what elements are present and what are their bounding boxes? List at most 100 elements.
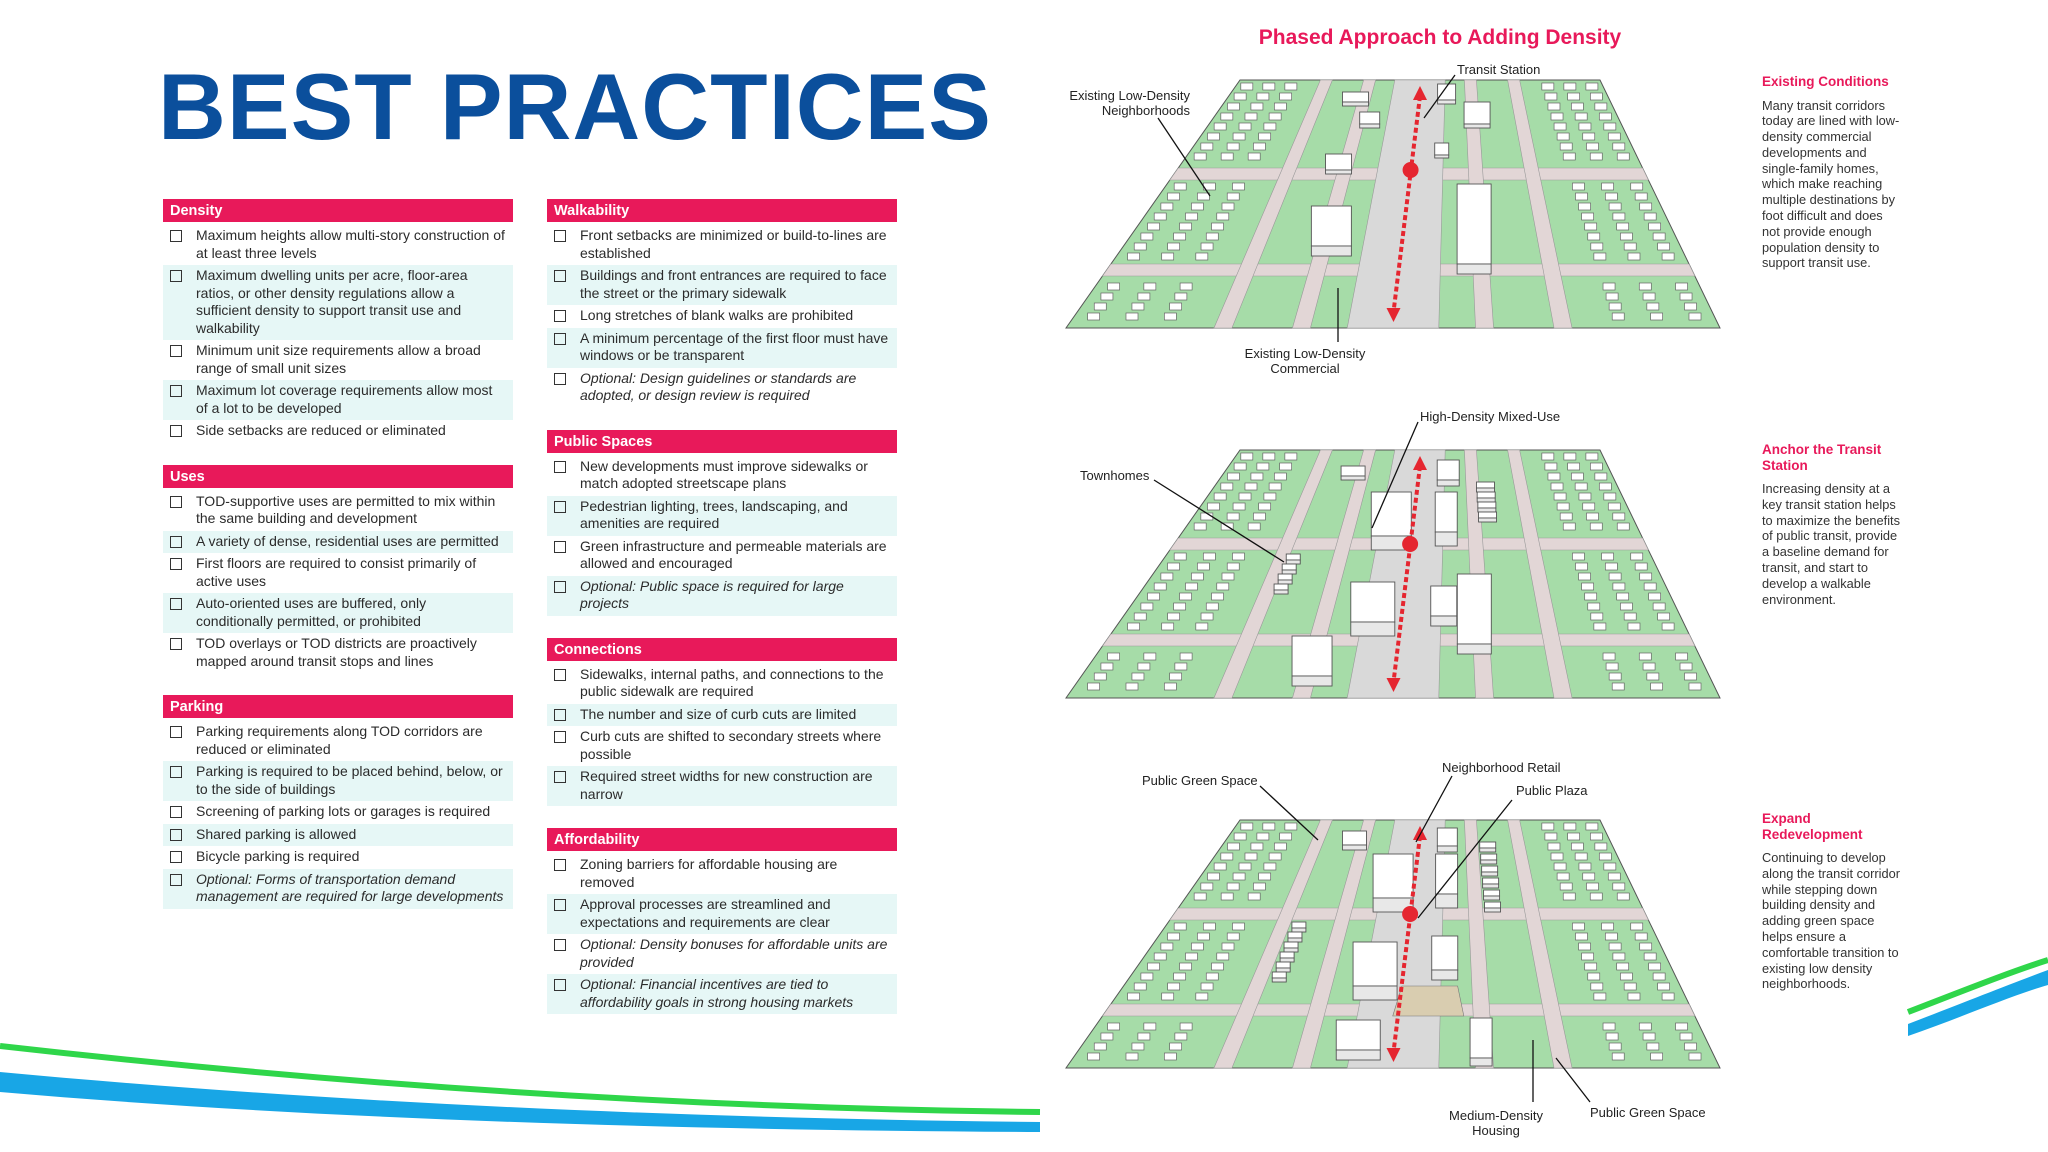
- checklist-item: Bicycle parking is required: [163, 846, 513, 869]
- checklist-item: Auto-oriented uses are buffered, only co…: [163, 593, 513, 633]
- checkbox[interactable]: [554, 859, 566, 871]
- checklist-item-text: Side setbacks are reduced or eliminated: [196, 422, 446, 438]
- checklist-item-text: Parking requirements along TOD corridors…: [196, 723, 483, 757]
- checklist-item-text: Optional: Financial incentives are tied …: [580, 976, 854, 1010]
- checklist-item: Front setbacks are minimized or build-to…: [547, 225, 897, 265]
- phase-3-illustration: [1065, 819, 1721, 1069]
- checkbox[interactable]: [170, 766, 182, 778]
- checklist-item-text: Zoning barriers for affordable housing a…: [580, 856, 838, 890]
- checkbox[interactable]: [170, 495, 182, 508]
- checklist-item: Green infrastructure and permeable mater…: [547, 536, 897, 576]
- checkbox[interactable]: [170, 345, 182, 357]
- checkbox[interactable]: [170, 558, 182, 570]
- phase-3-heading: Expand Redevelopment: [1762, 811, 1863, 842]
- checkbox[interactable]: [170, 270, 182, 282]
- checkbox[interactable]: [554, 731, 566, 743]
- checklist-item: TOD-supportive uses are permitted to mix…: [163, 491, 513, 531]
- checkbox[interactable]: [170, 873, 182, 886]
- checklist-item: First floors are required to consist pri…: [163, 553, 513, 593]
- label-medium-density-housing: Medium-Density Housing: [1449, 1108, 1543, 1138]
- section-heading: Public Spaces: [547, 429, 897, 453]
- checkbox[interactable]: [170, 425, 182, 437]
- page-title: BEST PRACTICES: [158, 54, 992, 159]
- checklist-item: Side setbacks are reduced or eliminated: [163, 420, 513, 443]
- label-transit-station: Transit Station: [1457, 62, 1541, 77]
- checklist-item: Screening of parking lots or garages is …: [163, 801, 513, 824]
- section-heading: Connections: [547, 637, 897, 661]
- checklist-item-text: The number and size of curb cuts are lim…: [580, 705, 857, 722]
- checkbox[interactable]: [170, 726, 182, 738]
- checkbox[interactable]: [554, 708, 566, 721]
- checklist-item-text: Maximum heights allow multi-story constr…: [196, 227, 505, 261]
- checkbox[interactable]: [170, 851, 182, 863]
- checklist-item: Optional: Density bonuses for affordable…: [547, 934, 897, 974]
- checklist-item-text: A variety of dense, residential uses are…: [196, 532, 499, 549]
- checklist-item-text: Auto-oriented uses are buffered, only co…: [196, 595, 427, 629]
- checklist-item: Buildings and front entrances are requir…: [547, 265, 897, 305]
- checklist-item: Curb cuts are shifted to secondary stree…: [547, 726, 897, 766]
- diagram-title: Phased Approach to Adding Density: [1258, 26, 1622, 49]
- checkbox[interactable]: [554, 540, 566, 553]
- checklist-item: TOD overlays or TOD districts are proact…: [163, 633, 513, 673]
- checkbox[interactable]: [554, 310, 566, 322]
- checklist-item: Optional: Forms of transportation demand…: [163, 868, 513, 909]
- section-heading: Walkability: [547, 199, 897, 222]
- checkbox[interactable]: [170, 828, 182, 841]
- phase-3-description: Expand Redevelopment Continuing to devel…: [1762, 811, 1902, 992]
- phase-2-illustration: [1065, 449, 1721, 699]
- checklist-item: Parking is required to be placed behind,…: [163, 761, 513, 801]
- label-existing-low-density-neighborhoods: Existing Low-Density Neighborhoods: [1069, 88, 1190, 118]
- checklist-item: Optional: Public space is required for l…: [547, 575, 897, 616]
- checkbox[interactable]: [170, 535, 182, 548]
- checkbox[interactable]: [554, 500, 566, 513]
- checkbox[interactable]: [170, 230, 182, 242]
- checklist-item: Parking requirements along TOD corridors…: [163, 721, 513, 761]
- checklist-item: A variety of dense, residential uses are…: [163, 530, 513, 553]
- checkbox[interactable]: [554, 939, 566, 951]
- checkbox[interactable]: [554, 979, 566, 991]
- checkbox[interactable]: [554, 230, 566, 242]
- checklist-item: Optional: Design guidelines or standards…: [547, 368, 897, 408]
- checkbox[interactable]: [554, 580, 566, 593]
- label-public-green-space: Public Green Space: [1142, 773, 1258, 788]
- checkbox[interactable]: [554, 668, 566, 681]
- checkbox[interactable]: [170, 385, 182, 397]
- checkbox[interactable]: [554, 332, 566, 345]
- checklist-item: Approval processes are streamlined and e…: [547, 894, 897, 934]
- checkbox[interactable]: [554, 771, 566, 783]
- checklist-item: New developments must improve sidewalks …: [547, 456, 897, 496]
- checklist-item-text: Long stretches of blank walks are prohib…: [580, 307, 854, 323]
- checklist-item-text: Pedestrian lighting, trees, landscaping,…: [580, 497, 848, 532]
- checklist-item: Shared parking is allowed: [163, 823, 513, 846]
- checklist-item-text: Shared parking is allowed: [196, 825, 357, 842]
- checkbox[interactable]: [170, 806, 182, 818]
- checklist-item-text: Required street widths for new construct…: [580, 768, 873, 802]
- section-heading: Uses: [163, 464, 513, 488]
- checkbox[interactable]: [554, 270, 566, 282]
- checklist-item-text: TOD overlays or TOD districts are proact…: [196, 635, 477, 669]
- checklist-item-text: A minimum percentage of the first floor …: [580, 329, 889, 364]
- label-neighborhood-retail: Neighborhood Retail: [1442, 760, 1561, 775]
- checklist-item-text: Screening of parking lots or garages is …: [196, 803, 491, 819]
- checklist-item-text: New developments must improve sidewalks …: [580, 457, 868, 492]
- checkbox[interactable]: [170, 638, 182, 650]
- checklist-item-text: Approval processes are streamlined and e…: [580, 896, 831, 930]
- checklist-item-text: Maximum dwelling units per acre, floor-a…: [196, 267, 468, 336]
- checklist-item-text: Optional: Design guidelines or standards…: [580, 369, 857, 404]
- checklist-item: A minimum percentage of the first floor …: [547, 327, 897, 368]
- checklist-item-text: Maximum lot coverage requirements allow …: [196, 382, 493, 416]
- checkbox[interactable]: [554, 460, 566, 473]
- label-public-plaza: Public Plaza: [1516, 783, 1588, 798]
- checkbox[interactable]: [554, 372, 566, 385]
- checkbox[interactable]: [554, 899, 566, 911]
- checklist-item-text: Front setbacks are minimized or build-to…: [580, 227, 887, 261]
- checklist-item: Maximum lot coverage requirements allow …: [163, 380, 513, 420]
- phase-2-heading: Anchor the Transit Station: [1762, 442, 1882, 473]
- phase-1-heading: Existing Conditions: [1762, 74, 1889, 89]
- checkbox[interactable]: [170, 598, 182, 610]
- label-townhomes: Townhomes: [1080, 468, 1150, 483]
